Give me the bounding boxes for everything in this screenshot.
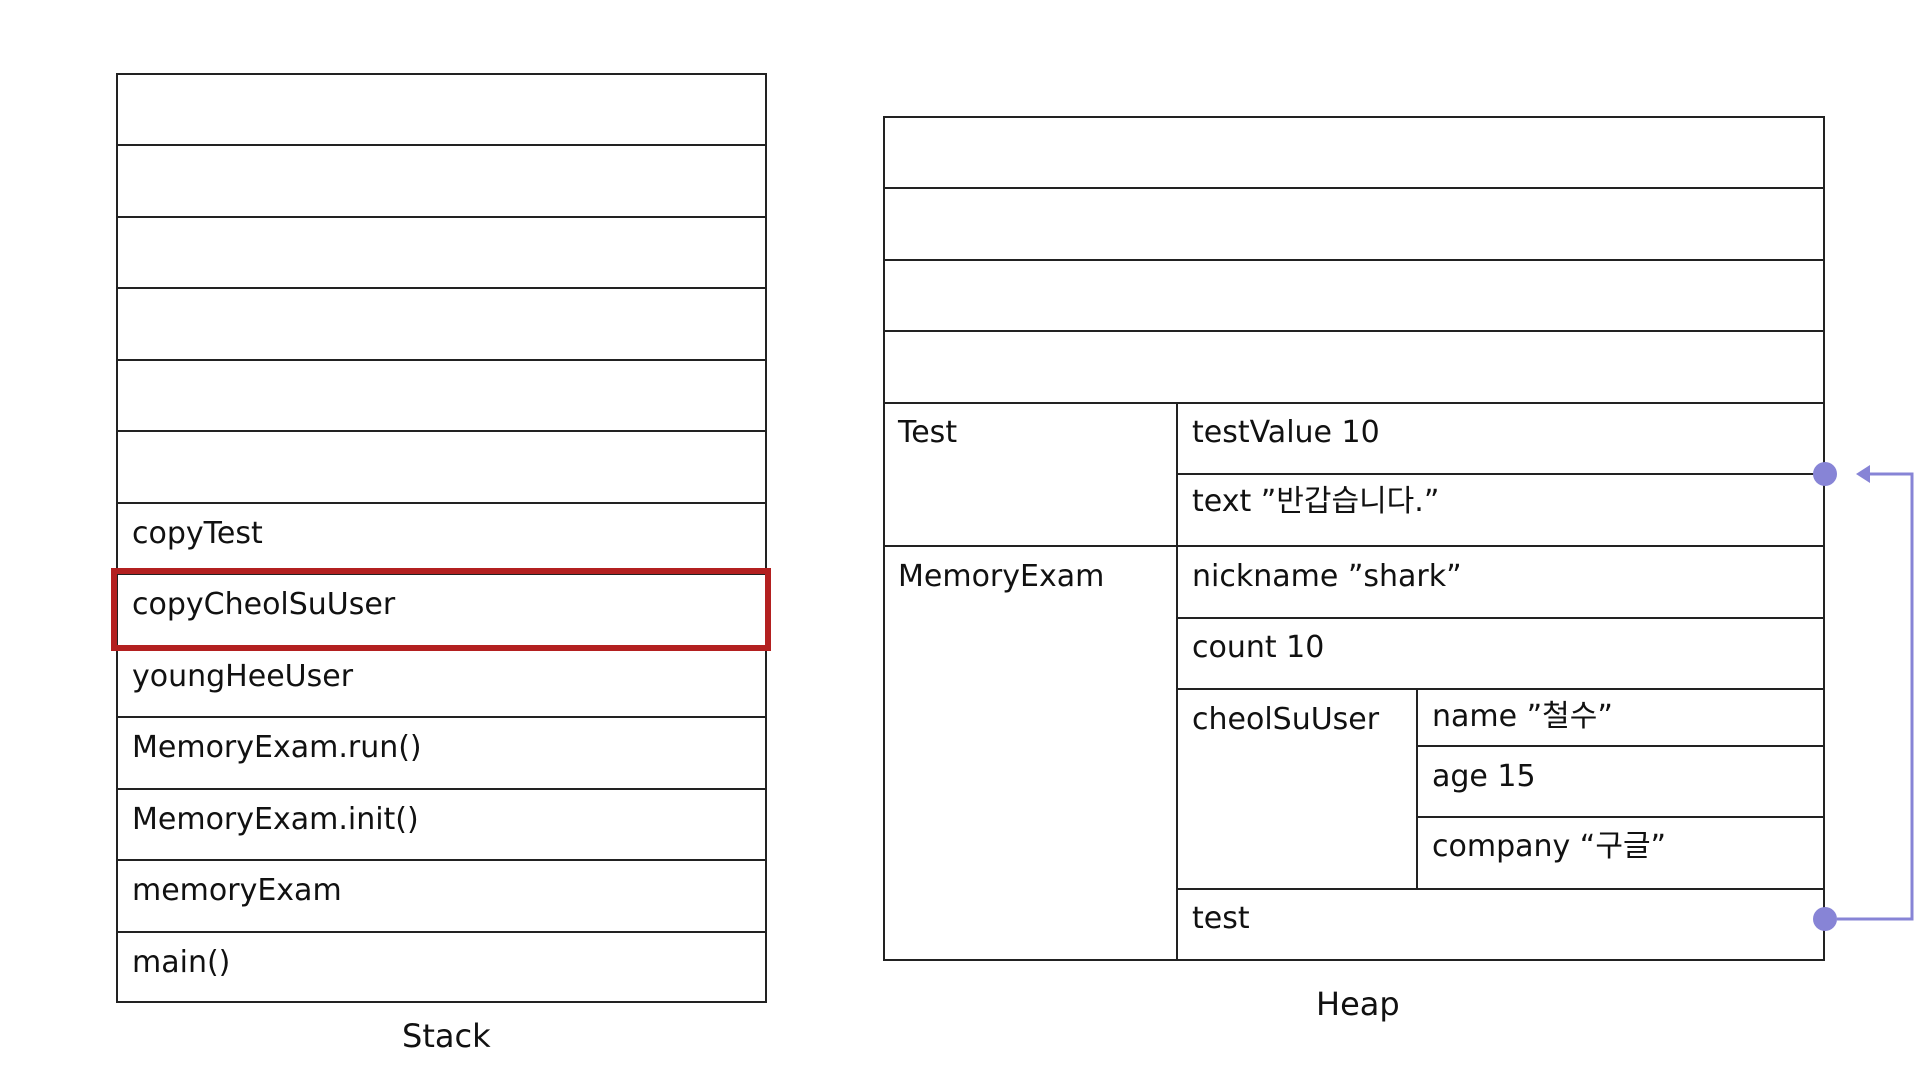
- stack-frame-younghee-user: youngHeeUser: [132, 659, 354, 694]
- stack-row-divider: [116, 144, 767, 146]
- heap-field-cheolsu-company: company “구글”: [1432, 829, 1667, 864]
- heap-nested-divider: [1416, 816, 1825, 818]
- heap-object-test-name: Test: [898, 415, 958, 450]
- stack-row-divider: [116, 931, 767, 933]
- stack-row-divider: [116, 216, 767, 218]
- stack-frame-copy-test: copyTest: [132, 516, 263, 551]
- heap-field-cheolsu-user: cheolSuUser: [1192, 702, 1380, 737]
- heap-field-test-reference: test: [1192, 901, 1250, 936]
- heap-row-divider: [883, 330, 1825, 332]
- heap-row-divider: [883, 402, 1825, 404]
- heap-field-divider: [1176, 473, 1825, 475]
- stack-frame-memoryexam-init: MemoryExam.init(): [132, 802, 419, 837]
- heap-field-divider: [1176, 888, 1825, 890]
- stack-row-divider: [116, 502, 767, 504]
- heap-field-test-value: testValue 10: [1192, 415, 1380, 450]
- heap-object-divider: [883, 545, 1825, 547]
- reference-target-dot: [1813, 462, 1837, 486]
- heap-row-divider: [883, 187, 1825, 189]
- stack-row-divider: [116, 788, 767, 790]
- heap-column-divider: [1176, 402, 1178, 961]
- heap-object-memoryexam-name: MemoryExam: [898, 559, 1105, 594]
- heap-frame: [883, 116, 1825, 961]
- heap-field-divider: [1176, 617, 1825, 619]
- reference-source-dot: [1813, 907, 1837, 931]
- heap-field-divider: [1176, 688, 1825, 690]
- heap-field-count: count 10: [1192, 630, 1325, 665]
- heap-nested-column-divider: [1416, 688, 1418, 889]
- stack-caption: Stack: [402, 1017, 491, 1055]
- heap-row-divider: [883, 259, 1825, 261]
- stack-highlight-box: [111, 568, 771, 651]
- stack-row-divider: [116, 716, 767, 718]
- stack-row-divider: [116, 573, 767, 575]
- stack-frame-copy-cheolsu-user: copyCheolSuUser: [132, 587, 396, 622]
- stack-row-divider: [116, 359, 767, 361]
- heap-field-text: text ”반갑습니다.”: [1192, 484, 1440, 519]
- heap-field-cheolsu-age: age 15: [1432, 759, 1536, 794]
- stack-frame: [116, 73, 767, 1003]
- stack-row-divider: [116, 859, 767, 861]
- stack-row-divider: [116, 287, 767, 289]
- arrow-left-icon: [1856, 465, 1870, 483]
- heap-nested-divider: [1416, 745, 1825, 747]
- heap-field-cheolsu-name: name ”철수”: [1432, 699, 1613, 734]
- stack-frame-main: main(): [132, 945, 231, 980]
- heap-caption: Heap: [1316, 985, 1400, 1023]
- stack-frame-memory-exam: memoryExam: [132, 873, 342, 908]
- stack-row-divider: [116, 430, 767, 432]
- heap-field-nickname: nickname ”shark”: [1192, 559, 1462, 594]
- stack-frame-memoryexam-run: MemoryExam.run(): [132, 730, 422, 765]
